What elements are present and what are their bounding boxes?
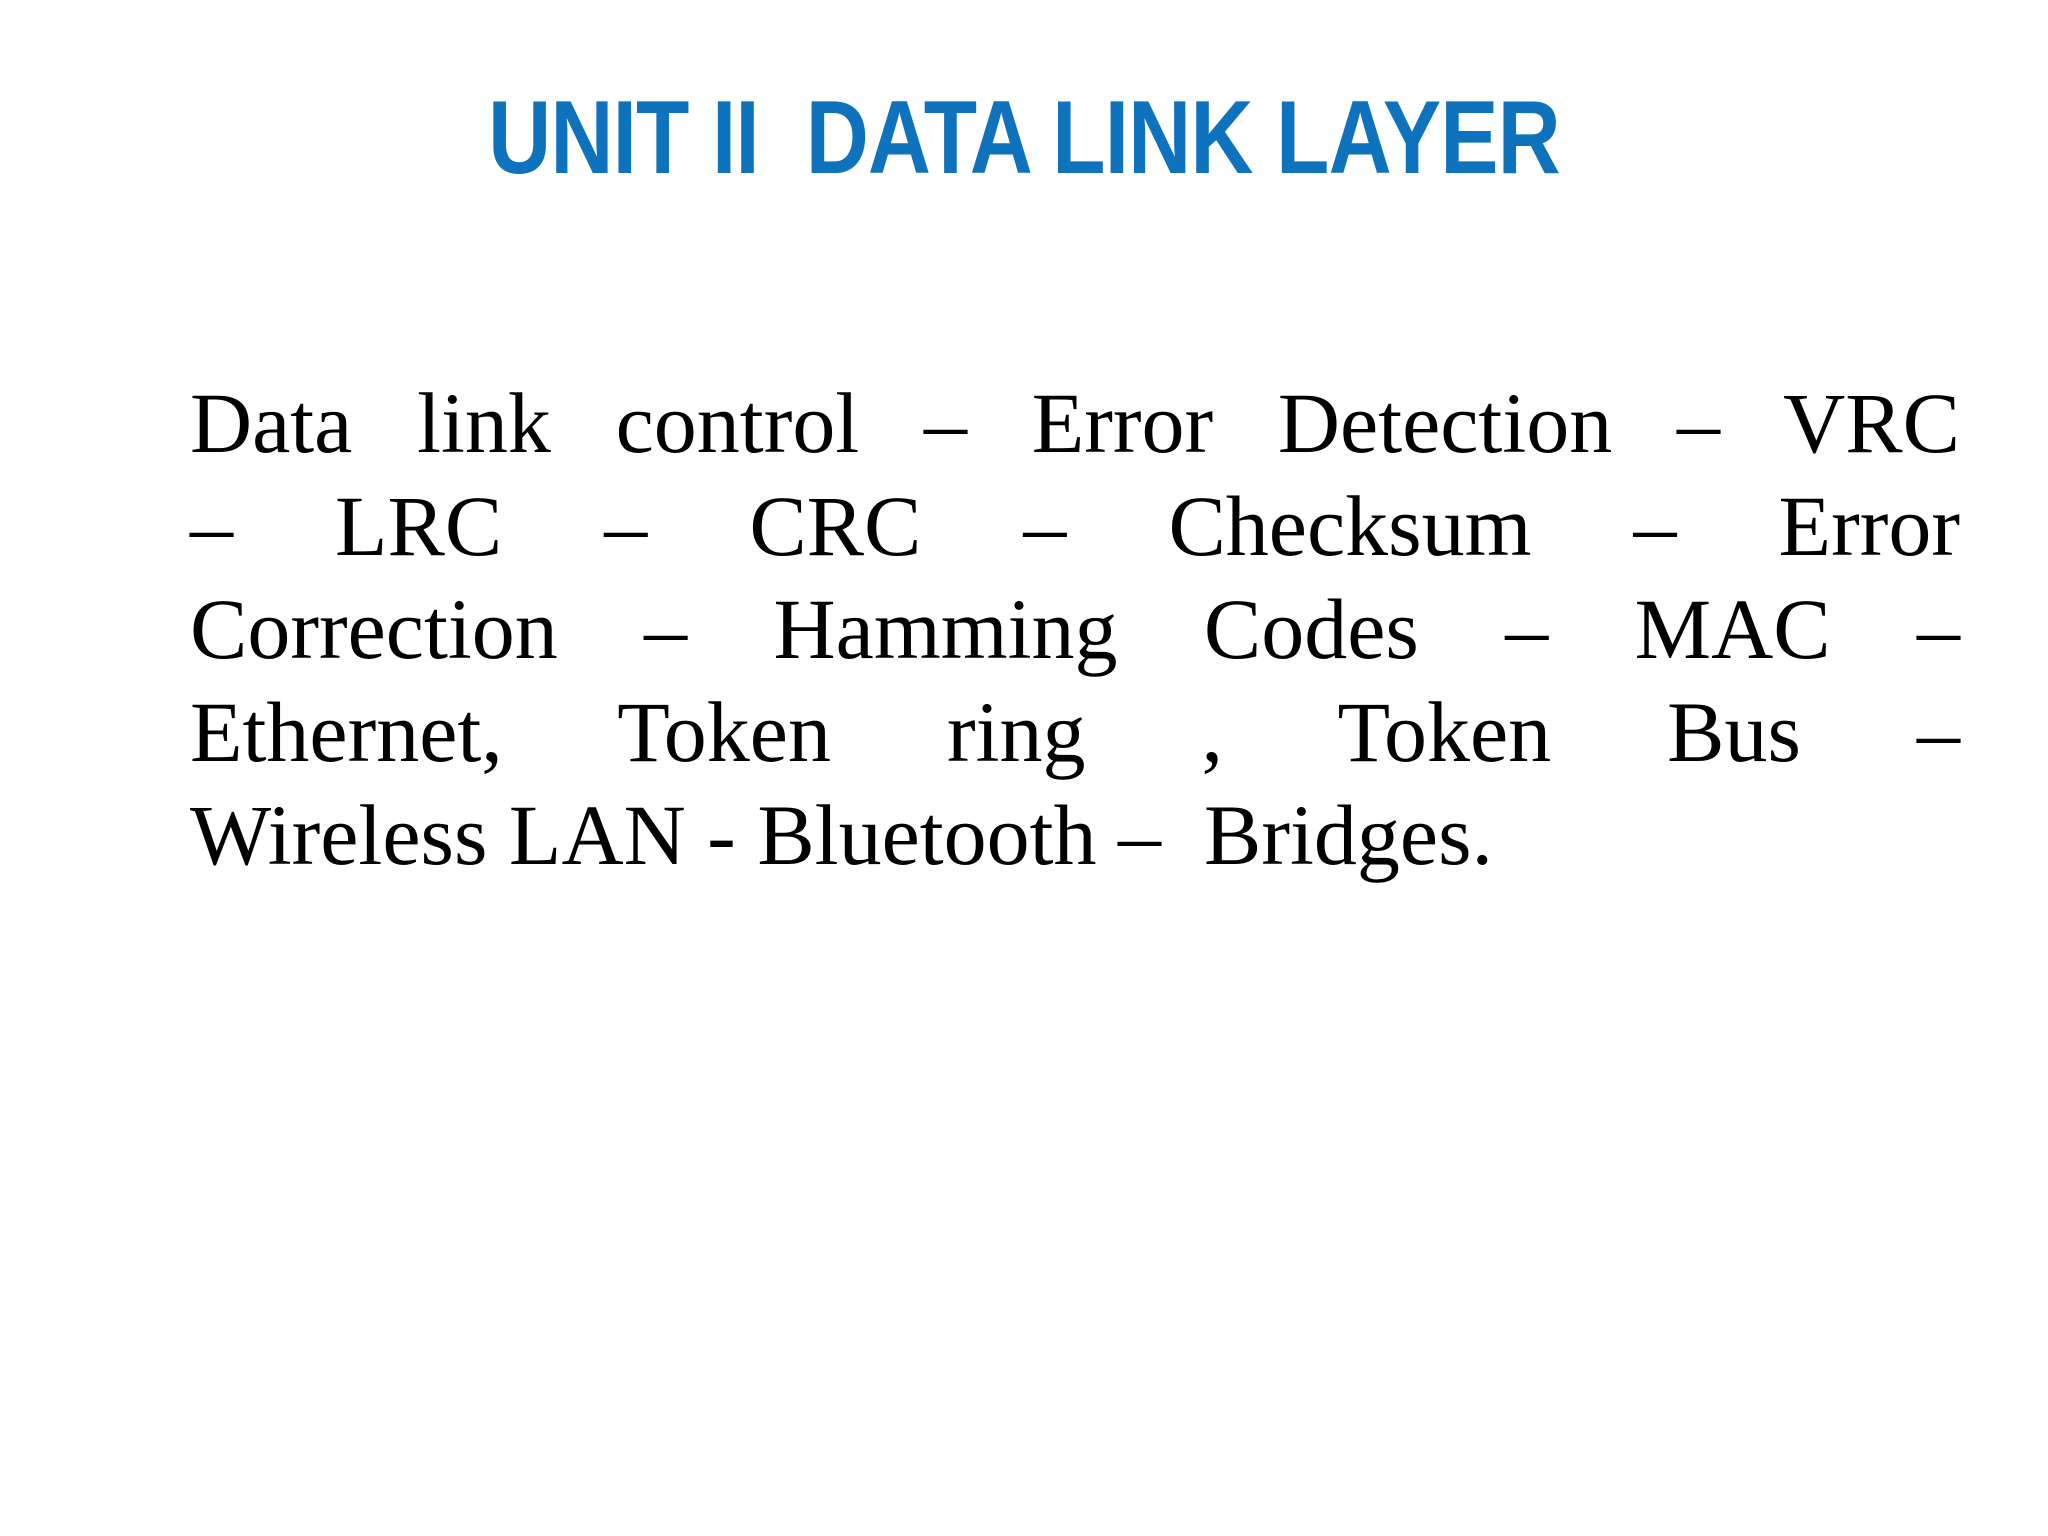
slide-title: UNIT II DATA LINK LAYER xyxy=(488,80,1561,196)
body-line: Wireless LAN - Bluetooth – Bridges. xyxy=(190,787,1494,883)
body-line: Data link control – Error Detection – VR… xyxy=(190,375,1960,471)
slide-title-bar: UNIT II DATA LINK LAYER xyxy=(0,80,2048,196)
body-line: Ethernet, Token ring , Token Bus – xyxy=(190,684,1960,780)
body-paragraph: Data link control – Error Detection – VR… xyxy=(190,372,1960,887)
body-line: – LRC – CRC – Checksum – Error xyxy=(190,478,1960,574)
body-line: Correction – Hamming Codes – MAC – xyxy=(190,581,1960,677)
